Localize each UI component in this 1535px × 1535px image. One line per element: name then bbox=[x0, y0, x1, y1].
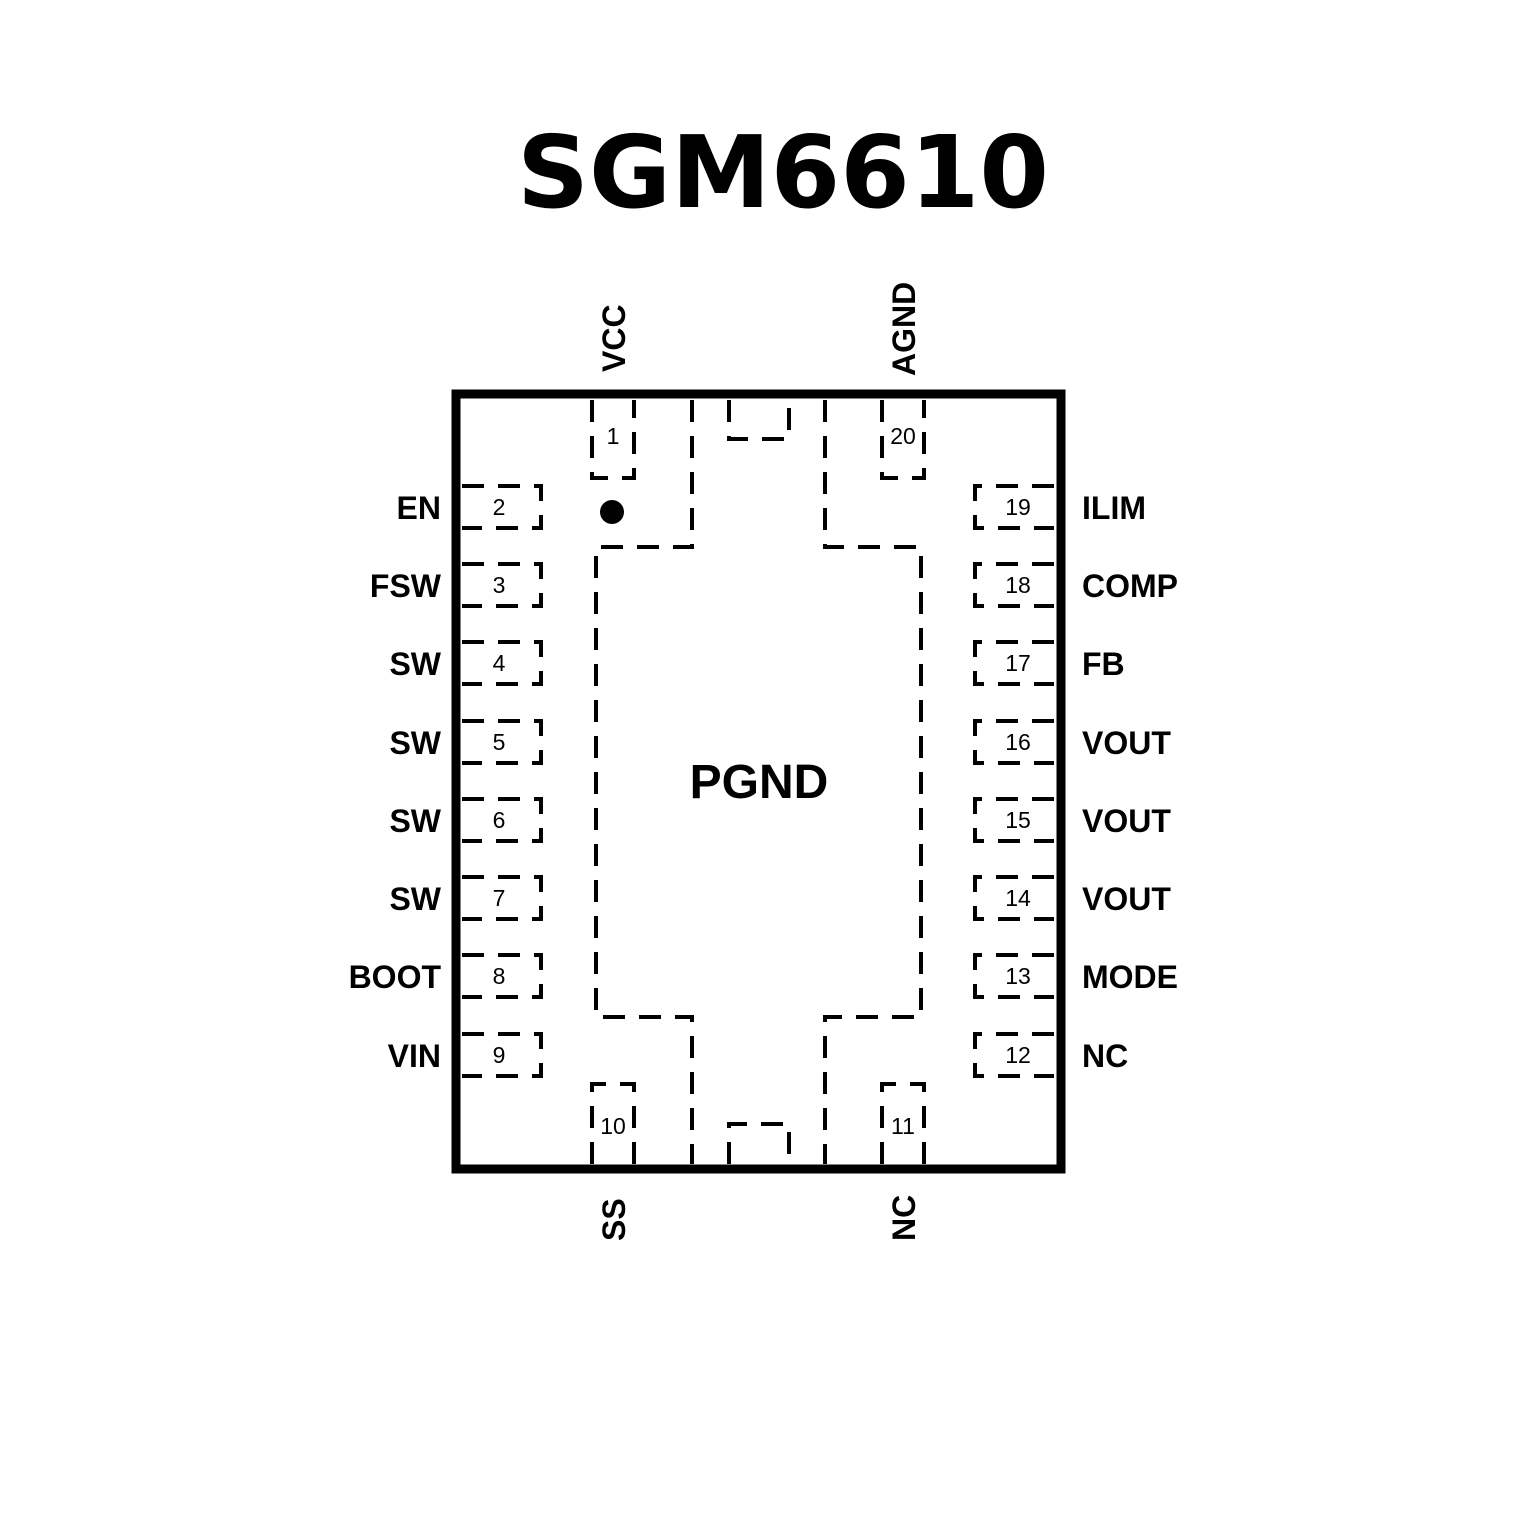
pin-label-6: SW bbox=[389, 803, 441, 839]
pin-number-17: 17 bbox=[1005, 650, 1031, 676]
pin-label-17: FB bbox=[1082, 646, 1125, 682]
pin-label-9: VIN bbox=[388, 1038, 441, 1074]
pin-number-13: 13 bbox=[1005, 963, 1031, 989]
pin-pad-12 bbox=[973, 1032, 1054, 1078]
pin-pad-6 bbox=[462, 797, 543, 843]
pin-label-3: FSW bbox=[370, 568, 442, 604]
pin-pad-11 bbox=[880, 1082, 926, 1164]
pin-pad-13 bbox=[973, 953, 1054, 999]
chip-title: SGM6610 bbox=[517, 114, 1049, 231]
pin-pad-19 bbox=[973, 484, 1054, 530]
pin-pad-1 bbox=[590, 400, 636, 480]
pin-label-14: VOUT bbox=[1082, 881, 1171, 917]
pin-pad-4 bbox=[462, 640, 543, 686]
pin1-indicator-dot bbox=[600, 500, 624, 524]
pgnd-pad-right-edge bbox=[823, 400, 923, 1164]
pin-label-4: SW bbox=[389, 646, 441, 682]
pin-pad-17 bbox=[973, 640, 1054, 686]
pin-label-19: ILIM bbox=[1082, 490, 1146, 526]
pin-label-15: VOUT bbox=[1082, 803, 1171, 839]
pin-number-20: 20 bbox=[890, 423, 916, 449]
pin-number-14: 14 bbox=[1005, 885, 1031, 911]
pin-pad-15 bbox=[973, 797, 1054, 843]
pin-label-20: AGND bbox=[886, 282, 922, 376]
pin-number-11: 11 bbox=[891, 1113, 915, 1139]
pin-number-18: 18 bbox=[1005, 572, 1031, 598]
pin-pad-16 bbox=[973, 719, 1054, 765]
top-tab bbox=[727, 400, 791, 441]
pin-number-7: 7 bbox=[493, 885, 506, 911]
pin-label-18: COMP bbox=[1082, 568, 1178, 604]
pin-number-15: 15 bbox=[1005, 807, 1031, 833]
pgnd-pad-left-edge bbox=[594, 400, 694, 1164]
pins-group: 1VCC2EN3FSW4SW5SW6SW7SW8BOOT9VIN10SS11NC… bbox=[349, 282, 1178, 1241]
pin-pad-20 bbox=[880, 400, 926, 480]
pin-pad-8 bbox=[462, 953, 543, 999]
pin-number-8: 8 bbox=[493, 963, 506, 989]
pin-number-10: 10 bbox=[600, 1113, 626, 1139]
pin-number-9: 9 bbox=[493, 1042, 506, 1068]
pin-label-1: VCC bbox=[596, 304, 632, 372]
bottom-tab bbox=[727, 1122, 791, 1164]
pgnd-label: PGND bbox=[690, 756, 829, 809]
pin-label-16: VOUT bbox=[1082, 725, 1171, 761]
pin-pad-14 bbox=[973, 875, 1054, 921]
pin-pad-3 bbox=[462, 562, 543, 608]
pin-number-6: 6 bbox=[493, 807, 506, 833]
pin-label-10: SS bbox=[596, 1198, 632, 1241]
pin-label-5: SW bbox=[389, 725, 441, 761]
pin-number-16: 16 bbox=[1005, 729, 1031, 755]
pin-label-13: MODE bbox=[1082, 959, 1178, 995]
pin-number-3: 3 bbox=[493, 572, 506, 598]
pin-label-11: NC bbox=[886, 1195, 922, 1241]
pin-pad-9 bbox=[462, 1032, 543, 1078]
pin-pad-10 bbox=[590, 1082, 636, 1164]
pin-label-12: NC bbox=[1082, 1038, 1128, 1074]
pin-label-7: SW bbox=[389, 881, 441, 917]
pin-number-5: 5 bbox=[493, 729, 506, 755]
pin-pad-5 bbox=[462, 719, 543, 765]
pin-label-2: EN bbox=[397, 490, 441, 526]
pin-number-4: 4 bbox=[493, 650, 506, 676]
pin-number-1: 1 bbox=[607, 423, 620, 449]
pin-pad-7 bbox=[462, 875, 543, 921]
pin-pad-18 bbox=[973, 562, 1054, 608]
pin-number-12: 12 bbox=[1005, 1042, 1031, 1068]
pin-number-2: 2 bbox=[493, 494, 506, 520]
pin-number-19: 19 bbox=[1005, 494, 1031, 520]
pin-label-8: BOOT bbox=[349, 959, 442, 995]
package-outline bbox=[451, 389, 1066, 1174]
pin-pad-2 bbox=[462, 484, 543, 530]
